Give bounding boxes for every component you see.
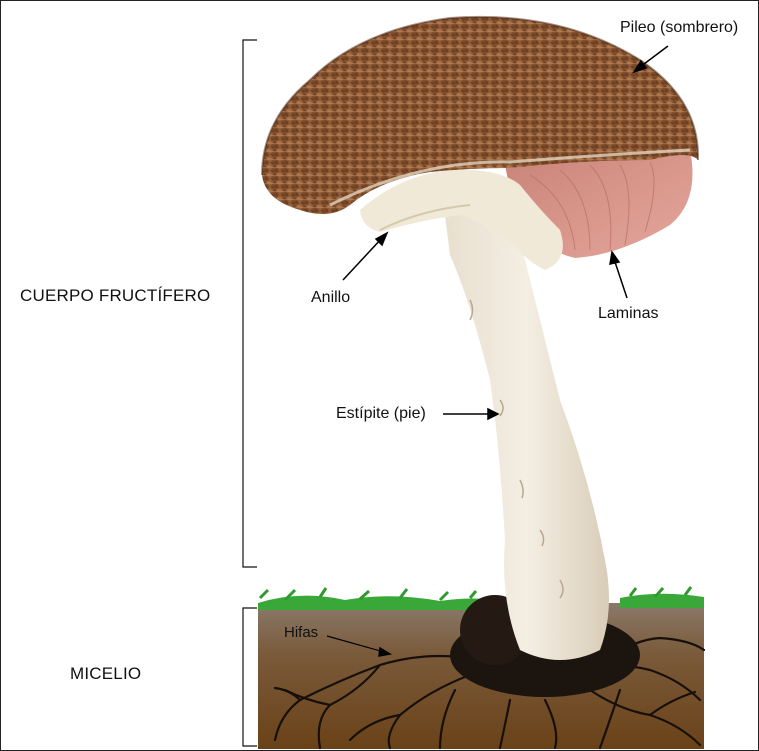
stem-shape (445, 208, 609, 661)
label-pileo: Pileo (sombrero) (620, 20, 738, 36)
bracket-cuerpo (243, 40, 257, 567)
arrow-estipite (443, 409, 498, 419)
label-hifas: Hifas (284, 625, 318, 640)
section-cuerpo-fructifero: CUERPO FRUCTÍFERO (20, 287, 210, 304)
arrow-anillo (343, 233, 387, 280)
section-micelio: MICELIO (70, 665, 141, 682)
label-estipite: Estípite (pie) (336, 406, 426, 422)
bracket-micelio (243, 608, 257, 746)
label-laminas: Laminas (598, 306, 658, 322)
label-anillo: Anillo (311, 290, 350, 306)
arrow-laminas (610, 252, 627, 298)
